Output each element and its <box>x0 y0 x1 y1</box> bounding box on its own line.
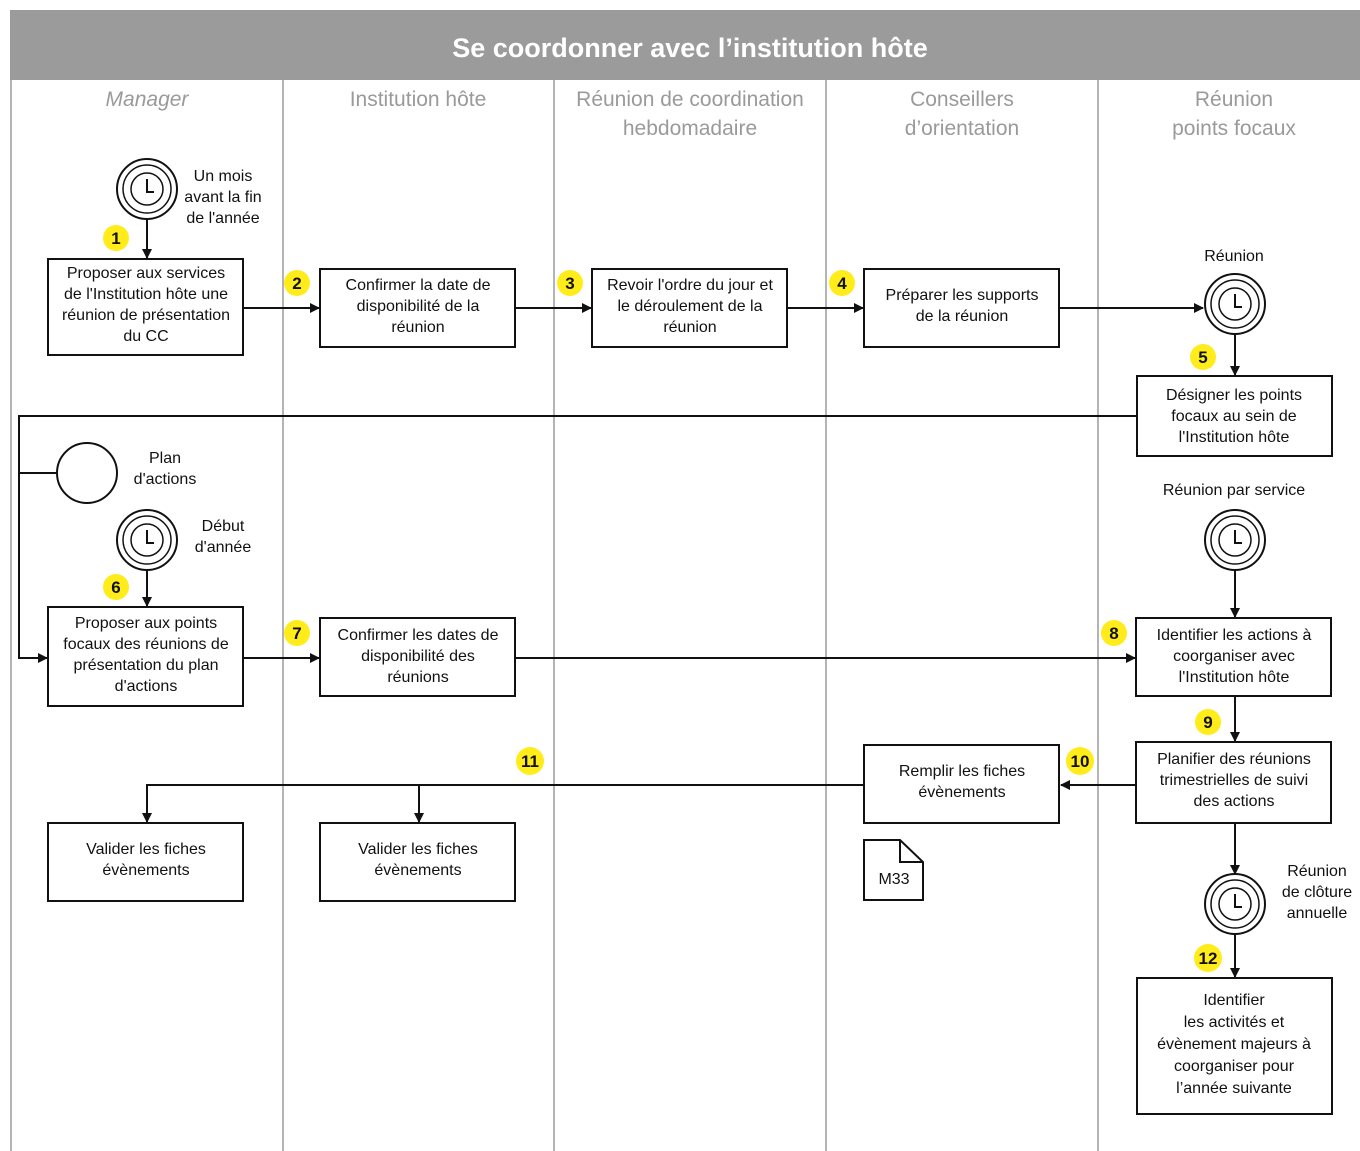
step-badge-3: 3 <box>557 270 583 296</box>
lane-header-manager: Manager <box>106 88 190 111</box>
svg-text:4: 4 <box>837 274 847 293</box>
process-boxes <box>47 258 1333 1115</box>
step-badge-4: 4 <box>829 270 855 296</box>
clock-icon <box>116 158 178 220</box>
svg-text:7: 7 <box>292 624 301 643</box>
step-badge-10: 10 <box>1066 747 1094 775</box>
box-7 <box>319 617 516 697</box>
label-reunion: Réunion <box>1204 248 1264 265</box>
lane-separators <box>10 80 1099 1151</box>
box-11b <box>319 822 516 902</box>
svg-text:6: 6 <box>111 578 120 597</box>
svg-text:9: 9 <box>1203 713 1212 732</box>
step-badges: 1 2 3 4 5 6 7 8 9 10 11 12 <box>103 225 1222 972</box>
box-10 <box>863 744 1060 824</box>
clock-icon <box>1204 273 1266 335</box>
label-reunion-service: Réunion par service <box>1163 482 1305 499</box>
step-badge-2: 2 <box>284 270 310 296</box>
step-badge-9: 9 <box>1195 709 1221 735</box>
box-5 <box>1136 375 1333 457</box>
svg-text:3: 3 <box>565 274 574 293</box>
box-1 <box>47 258 244 356</box>
svg-text:2: 2 <box>292 274 301 293</box>
step-badge-8: 8 <box>1101 620 1127 646</box>
clock-icon <box>1204 873 1266 935</box>
document-icon <box>863 839 924 901</box>
step-badge-12: 12 <box>1194 944 1222 972</box>
document-label: M33 <box>878 871 909 888</box>
step-badge-7: 7 <box>284 620 310 646</box>
line-box5-to-manager <box>18 415 1136 663</box>
diagram-title: Se coordonner avec l’institution hôte <box>452 33 928 63</box>
arrow-box10-box11a <box>142 784 864 823</box>
step-badge-11: 11 <box>516 747 544 775</box>
box-11a <box>47 822 244 902</box>
svg-text:10: 10 <box>1071 752 1090 771</box>
svg-text:1: 1 <box>111 229 120 248</box>
step-badge-5: 5 <box>1190 344 1216 370</box>
circle-event-icon <box>56 442 118 504</box>
box-2 <box>319 268 516 348</box>
svg-text:12: 12 <box>1199 949 1218 968</box>
connectors <box>18 219 1240 978</box>
step-badge-6: 6 <box>103 574 129 600</box>
box-6 <box>47 606 244 707</box>
svg-text:5: 5 <box>1198 348 1207 367</box>
box-4 <box>863 268 1060 348</box>
box-12 <box>1136 977 1333 1115</box>
svg-text:8: 8 <box>1109 624 1118 643</box>
box-9 <box>1135 741 1332 824</box>
step-badge-1: 1 <box>103 225 129 251</box>
lane-header-institution: Institution hôte <box>350 88 487 111</box>
svg-text:11: 11 <box>521 752 539 771</box>
box-8 <box>1135 617 1332 697</box>
title-bar <box>10 10 1360 80</box>
clock-icon <box>1204 509 1266 571</box>
clock-icon <box>116 509 178 571</box>
box-3 <box>591 268 788 348</box>
